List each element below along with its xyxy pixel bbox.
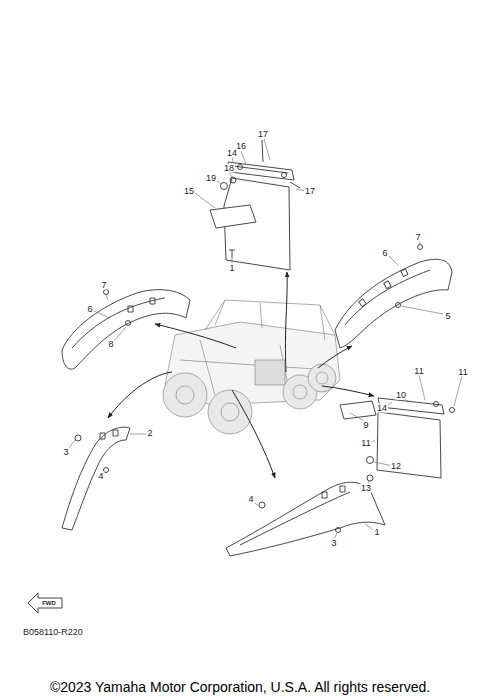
callout-number: 11 [457,368,468,377]
callout-number: 5 [444,312,451,321]
callout-number: 14 [226,149,238,158]
callout-number: 4 [97,472,104,481]
callout-number: 2 [146,429,153,438]
rear-fender-left [62,427,130,530]
rear-fender-bottom [226,482,385,556]
callout-number: 13 [360,484,372,493]
callout-number: 11 [413,367,424,376]
front-fender-right [335,245,452,349]
drawing-code: B058110-R220 [22,628,84,637]
callout-number: 6 [381,249,388,258]
callout-number: 18 [223,164,235,173]
callout-number: 3 [330,539,337,548]
reference-arrows [108,272,374,478]
callout-number: 4 [247,495,254,504]
callout-number: 1 [373,528,380,537]
callout-number: 9 [362,421,369,430]
fwd-arrow-symbol [28,593,62,613]
callout-number: 17 [304,187,316,196]
callout-number: 14 [376,404,388,413]
callout-number: 6 [86,305,93,314]
callout-number: 15 [183,187,195,196]
callout-number: 10 [395,391,407,400]
rear-mud-flap-right [340,398,455,481]
callout-number: 17 [257,130,269,139]
callout-number: 19 [205,174,217,183]
callout-number: 1 [228,264,235,273]
callout-number: 11 [360,439,371,448]
callout-number: 12 [390,462,402,471]
fwd-text: FWD [41,600,57,606]
callout-number: 3 [62,448,69,457]
vehicle-sketch [163,300,340,434]
callout-number: 7 [100,281,107,290]
copyright-notice: ©2023 Yamaha Motor Corporation, U.S.A. A… [49,680,431,694]
callout-number: 7 [414,233,421,242]
rear-mud-flap-top [210,140,300,270]
callout-number: 8 [107,340,114,349]
